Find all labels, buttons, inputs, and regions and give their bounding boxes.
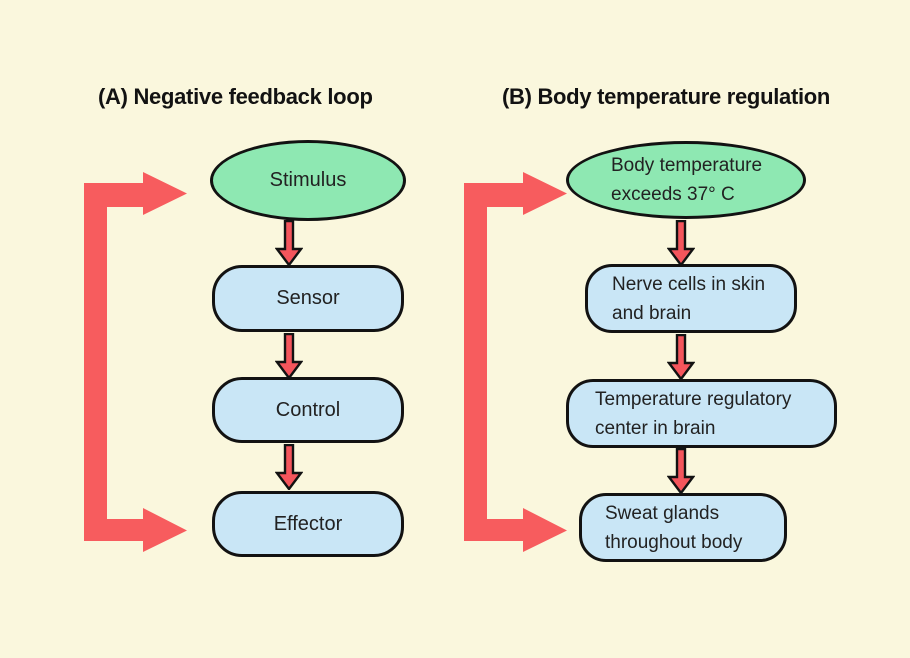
node-sweat-glands-line1: Sweat glands [605, 502, 720, 524]
node-sensor: Sensor [212, 265, 404, 332]
node-control: Control [212, 377, 404, 443]
flow-arrow-down-icon [667, 448, 695, 494]
node-sweat-glands-line2: throughout body [605, 531, 743, 553]
node-body-temperature-line2: exceeds 37° C [611, 184, 735, 205]
node-regulatory-center-line1: Temperature regulatory [595, 388, 792, 410]
flow-arrow-down-icon [275, 220, 303, 266]
node-stimulus-label: Stimulus [269, 169, 347, 191]
node-effector: Effector [212, 491, 404, 557]
flow-arrow-down-icon [275, 444, 303, 490]
node-body-temperature-line1: Body temperature [611, 155, 763, 176]
node-regulatory-center-line2: center in brain [595, 417, 716, 439]
node-effector-label: Effector [273, 512, 343, 535]
node-nerve-cells-line2: and brain [612, 302, 692, 324]
node-nerve-cells: Nerve cells in skin and brain [585, 264, 797, 333]
node-body-temperature: Body temperature exceeds 37° C [566, 141, 806, 219]
feedback-arrow-icon-b [464, 172, 567, 552]
title-body-temperature-regulation: (B) Body temperature regulation [502, 84, 831, 109]
node-sweat-glands: Sweat glands throughout body [579, 493, 787, 562]
node-nerve-cells-line1: Nerve cells in skin [612, 273, 766, 295]
title-negative-feedback-loop: (A) Negative feedback loop [98, 84, 373, 109]
node-control-label: Control [275, 398, 341, 421]
flow-arrow-down-icon [667, 334, 695, 380]
feedback-arrow-icon-a [84, 172, 187, 552]
node-sensor-label: Sensor [276, 287, 340, 309]
flow-arrow-down-icon [275, 333, 303, 379]
node-regulatory-center: Temperature regulatory center in brain [566, 379, 837, 448]
node-stimulus: Stimulus [210, 140, 406, 221]
flow-arrow-down-icon [667, 220, 695, 266]
